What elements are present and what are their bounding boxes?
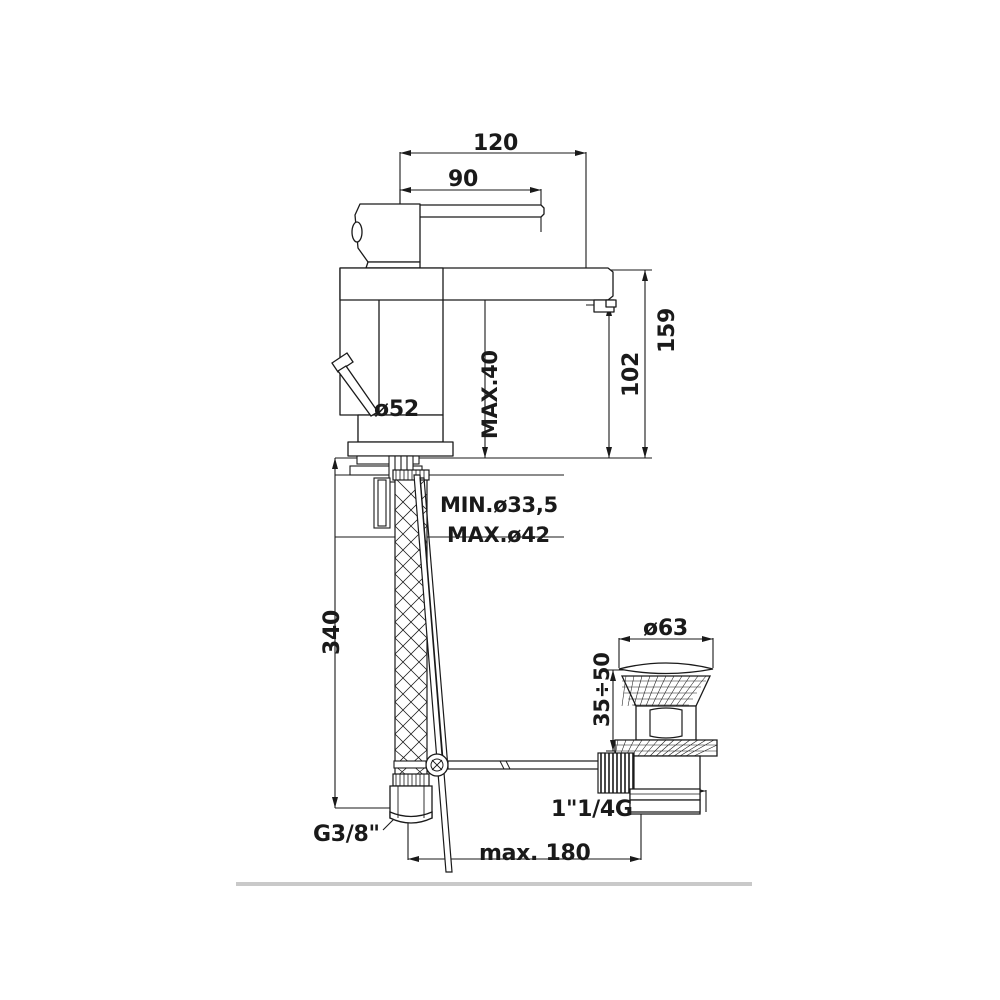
lever-blade [409, 204, 545, 218]
lift-rod-knob [331, 352, 354, 373]
pull-rod-stub [393, 760, 427, 769]
dimension-label-340: 340 [320, 609, 345, 655]
base-flange [347, 441, 454, 457]
dimension-label-min-diameter-33-5: MIN.ø33,5 [440, 493, 558, 517]
dimension-label-90: 90 [448, 167, 479, 192]
drain-tailpiece [629, 799, 701, 813]
dimension-label-max-diameter-42: MAX.ø42 [447, 523, 550, 547]
hose-connector-nut [389, 785, 433, 819]
pull-rod [447, 760, 602, 770]
dimension-label-diameter-52: ø52 [374, 397, 419, 422]
dimension-label-1-1-4g-thread: 1"1/4G [551, 797, 633, 822]
drain-thread-band [629, 788, 701, 801]
pop-up-lift-rod [331, 352, 379, 417]
dimension-label-diameter-63: ø63 [643, 616, 688, 641]
drain-cap-disc [618, 662, 714, 675]
lever-hub [354, 203, 421, 263]
gland-nut-knurl [600, 753, 634, 793]
drain-flange [614, 739, 718, 757]
dimension-label-max-180: max. 180 [479, 841, 591, 866]
mount-stud [373, 477, 391, 529]
drain-stem-window [649, 707, 683, 739]
lever-pivot-detail [351, 221, 363, 243]
hose-braid-pattern [394, 477, 428, 779]
pop-up-linkage [393, 474, 602, 873]
hose-connector-end [389, 811, 433, 824]
mounting-hardware [349, 455, 423, 529]
dimension-label-max40: MAX.40 [478, 350, 502, 439]
gland-nut [597, 752, 635, 794]
dimension-label-g38-thread: G3/8" [313, 822, 380, 847]
dimension-label-120: 120 [473, 131, 519, 156]
dimension-label-159: 159 [655, 307, 680, 353]
drain-assembly [597, 662, 718, 815]
drain-flange-hatch [614, 739, 718, 757]
lift-rod-shaft [337, 365, 379, 417]
washer-upper [356, 455, 420, 465]
spout-aerator [605, 299, 617, 308]
lever-base-collar [365, 261, 421, 269]
hose-ferrule-top [392, 469, 430, 481]
faucet-body [339, 203, 617, 457]
dimension-label-102: 102 [619, 351, 644, 397]
cap-cone-hatch [621, 675, 707, 707]
flexible-hose [389, 469, 433, 824]
dimension-label-35-50: 35÷50 [590, 652, 614, 727]
mount-stud-inner [377, 479, 387, 527]
